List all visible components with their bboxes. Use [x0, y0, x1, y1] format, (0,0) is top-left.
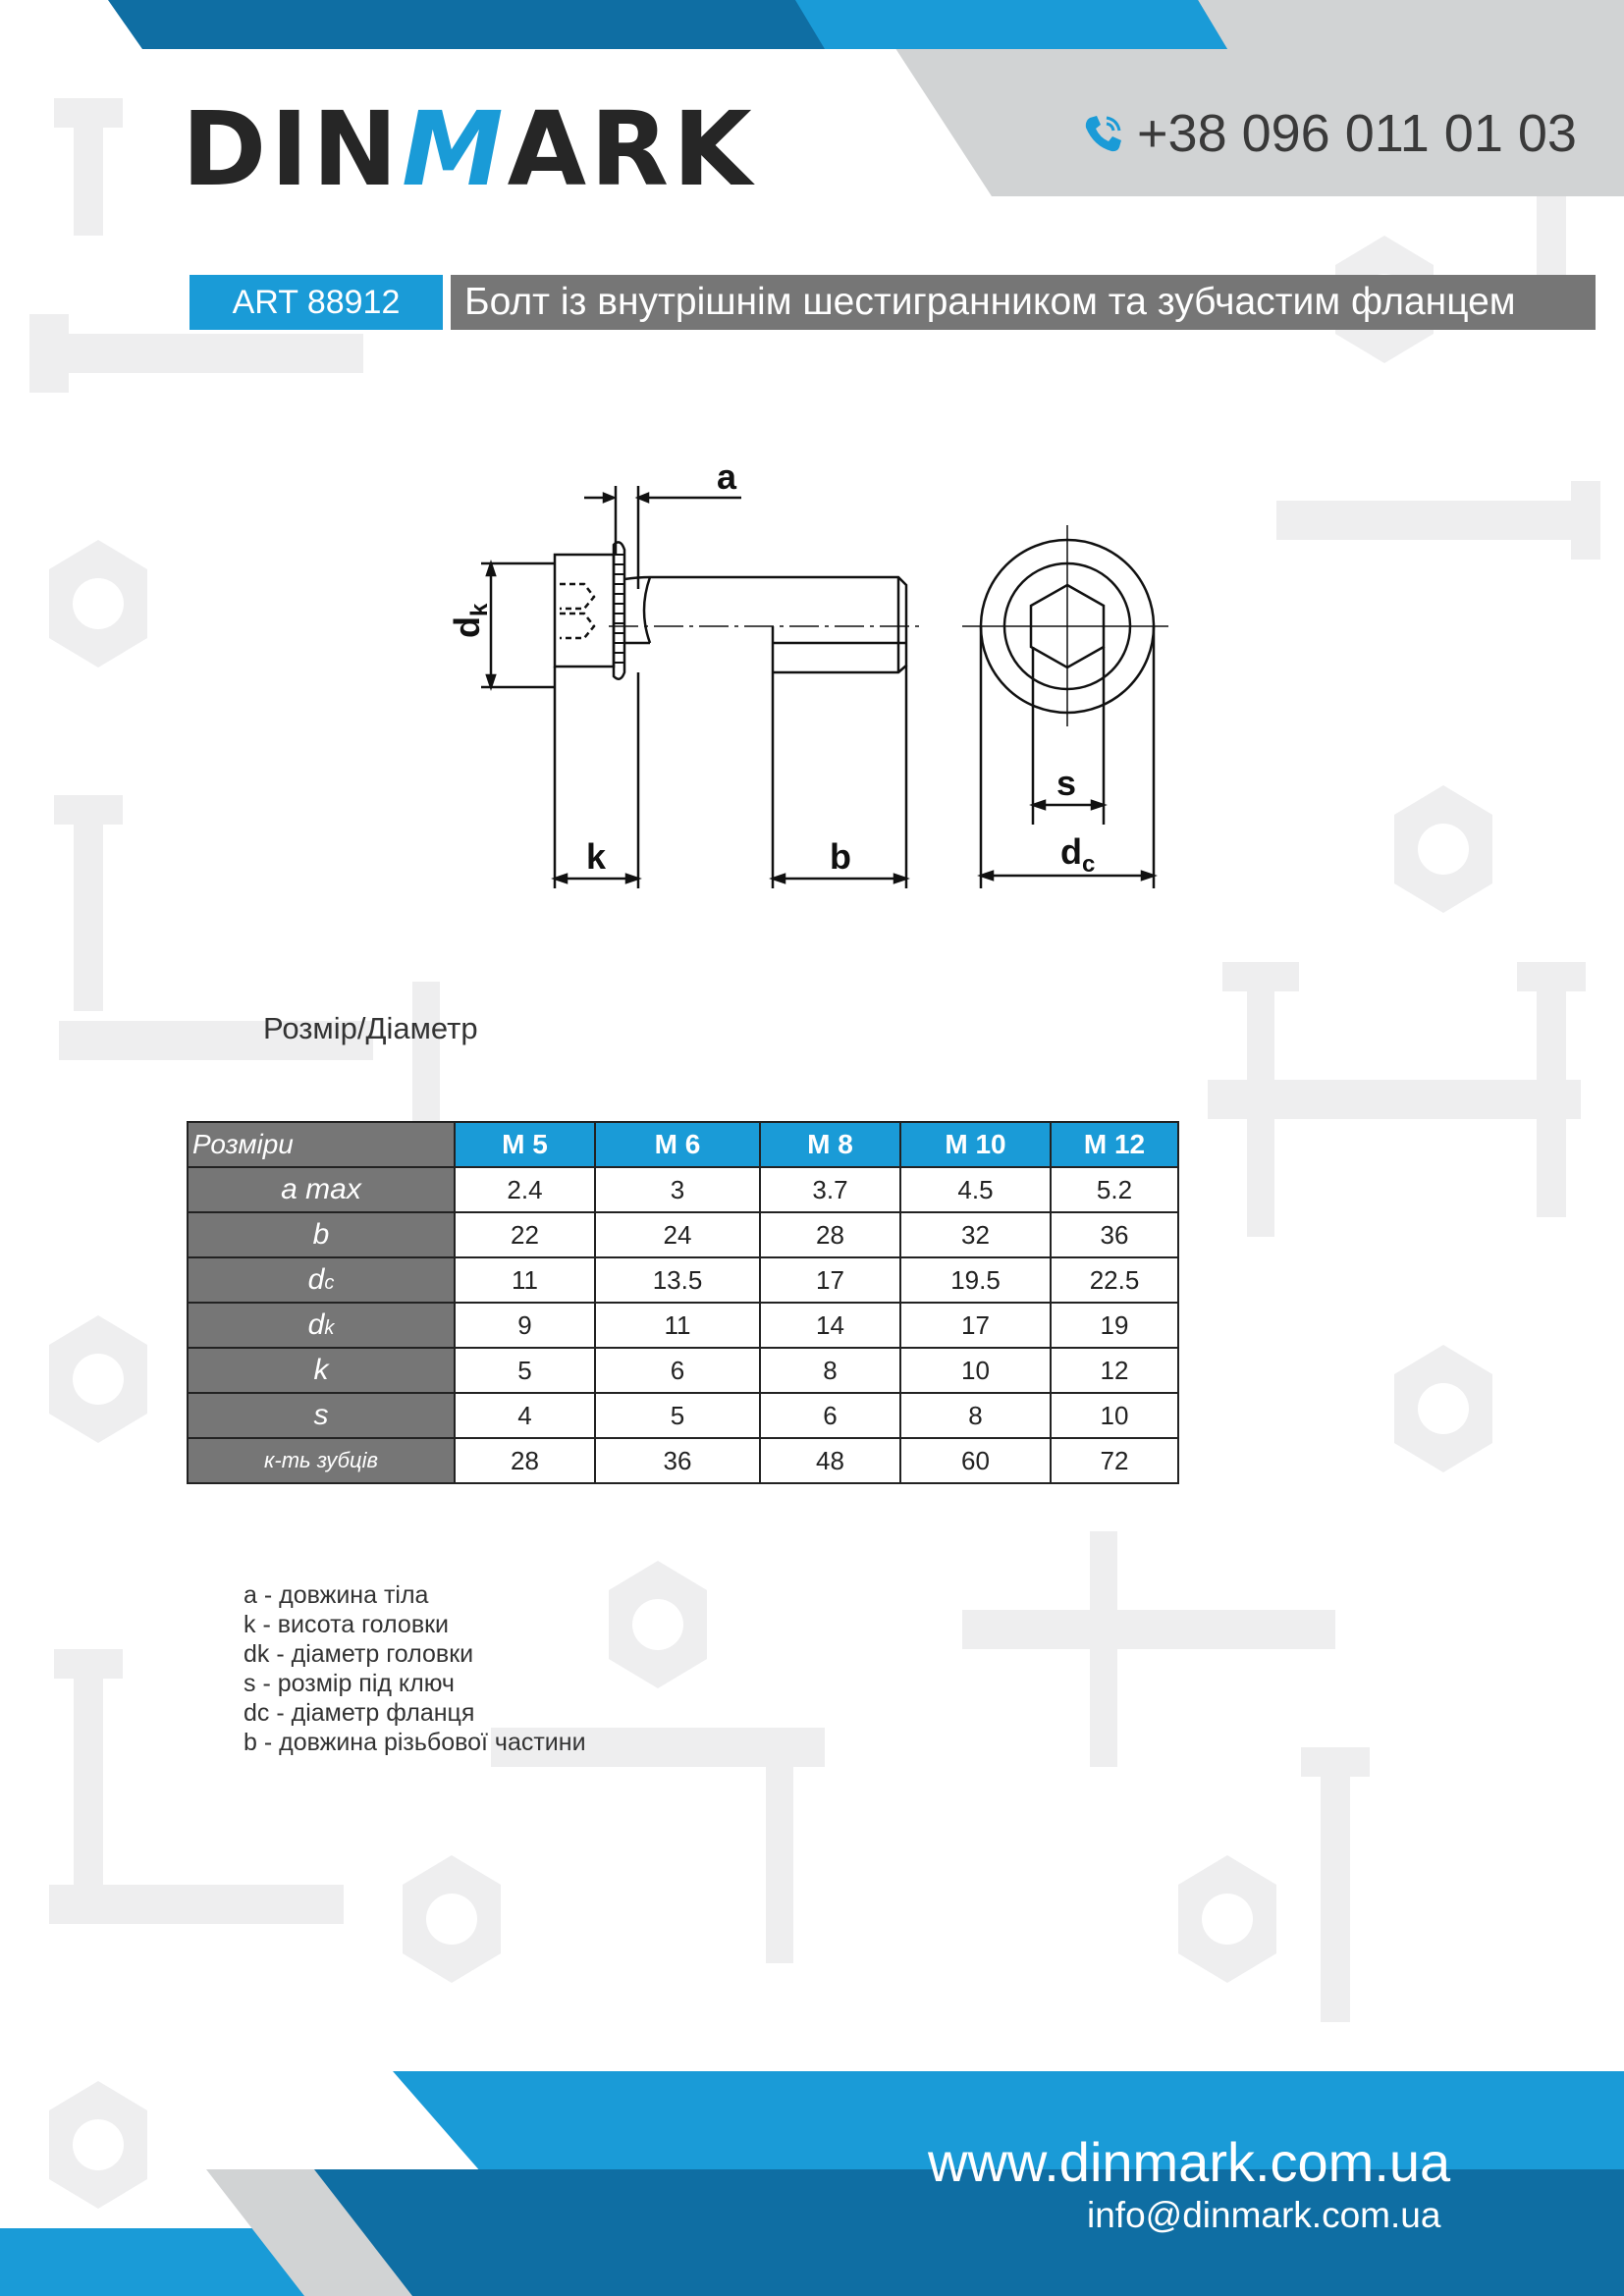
table-cell: 60 [899, 1437, 1052, 1484]
label-s: s [1056, 763, 1076, 803]
hex-nut-shape [403, 1855, 501, 1983]
legend-item: dk - діаметр головки [244, 1640, 474, 1668]
row-label: dk [187, 1302, 456, 1349]
table-cell: 19 [1050, 1302, 1179, 1349]
label-k: k [586, 836, 607, 877]
footer-bands [0, 2071, 1624, 2296]
table-cell: 5 [454, 1347, 596, 1394]
table-cell: 5.2 [1050, 1166, 1179, 1213]
table-cell: 11 [594, 1302, 761, 1349]
section-label: Розмір/Діаметр [263, 1011, 478, 1045]
table-cell: 48 [759, 1437, 901, 1484]
bolt-technical-drawing: a dk k b s dc [447, 456, 1168, 888]
table-cell: 13.5 [594, 1256, 761, 1304]
legend-item: b - довжина різьбової частини [244, 1729, 586, 1756]
column-header: M 10 [899, 1121, 1052, 1168]
column-header: M 6 [594, 1121, 761, 1168]
hex-nut-shape [1394, 785, 1492, 913]
phone-icon [1085, 116, 1121, 152]
hex-nut-shape [1178, 1855, 1276, 1983]
table-cell: 17 [759, 1256, 901, 1304]
table-cell: 2.4 [454, 1166, 596, 1213]
dinmark-logo: DINMARK [182, 89, 756, 209]
table-cell: 10 [1050, 1392, 1179, 1439]
hex-nut-shape [609, 1561, 707, 1688]
table-header-row: Розміри M 5 M 6 M 8 M 10 M 12 [187, 1121, 1179, 1168]
label-dc: dc [1060, 831, 1095, 878]
column-header: M 5 [454, 1121, 596, 1168]
legend-item: a - довжина тіла [244, 1581, 429, 1609]
table-row: s 4 5 6 8 10 [187, 1392, 1179, 1439]
row-label: к-ть зубців [187, 1437, 456, 1484]
email-link[interactable]: info@dinmark.com.ua [1087, 2195, 1441, 2235]
website-link[interactable]: www.dinmark.com.ua [928, 2131, 1451, 2193]
table-cell: 3 [594, 1166, 761, 1213]
table-cell: 11 [454, 1256, 596, 1304]
table-cell: 19.5 [899, 1256, 1052, 1304]
row-label: s [187, 1392, 456, 1439]
header-bands [108, 0, 1624, 196]
table-cell: 72 [1050, 1437, 1179, 1484]
bolt-head [553, 553, 616, 668]
phone-number: +38 096 011 01 03 [1137, 104, 1577, 163]
table-cell: 22.5 [1050, 1256, 1179, 1304]
row-label: a max [187, 1166, 456, 1213]
table-cell: 22 [454, 1211, 596, 1258]
table-cell: 28 [759, 1211, 901, 1258]
table-row: dk 9 11 14 17 19 [187, 1302, 1179, 1349]
label-a: a [717, 456, 737, 497]
table-corner: Розміри [187, 1121, 456, 1168]
table-cell: 36 [594, 1437, 761, 1484]
legend-item: s - розмір під ключ [244, 1670, 455, 1697]
table-row: к-ть зубців 28 36 48 60 72 [187, 1437, 1179, 1484]
hex-nut-shape [49, 2081, 147, 2209]
table-cell: 12 [1050, 1347, 1179, 1394]
legend-item: dc - діаметр фланця [244, 1699, 475, 1727]
row-label: k [187, 1347, 456, 1394]
table-cell: 8 [899, 1392, 1052, 1439]
table-cell: 9 [454, 1302, 596, 1349]
hex-nut-shape [49, 1315, 147, 1443]
table-cell: 24 [594, 1211, 761, 1258]
table-cell: 4.5 [899, 1166, 1052, 1213]
label-dk: dk [447, 603, 493, 638]
table-row: b 22 24 28 32 36 [187, 1211, 1179, 1258]
hex-nut-shape [49, 540, 147, 667]
table-cell: 32 [899, 1211, 1052, 1258]
row-label: dc [187, 1256, 456, 1304]
table-cell: 14 [759, 1302, 901, 1349]
legend-item: k - висота головки [244, 1611, 449, 1638]
table-cell: 4 [454, 1392, 596, 1439]
table-row: a max 2.4 3 3.7 4.5 5.2 [187, 1166, 1179, 1213]
table-cell: 3.7 [759, 1166, 901, 1213]
table-row: dc 11 13.5 17 19.5 22.5 [187, 1256, 1179, 1304]
phone-contact[interactable]: +38 096 011 01 03 [1080, 103, 1577, 164]
label-b: b [830, 836, 851, 877]
table-cell: 6 [594, 1347, 761, 1394]
table-cell: 17 [899, 1302, 1052, 1349]
table-row: k 5 6 8 10 12 [187, 1347, 1179, 1394]
table-cell: 36 [1050, 1211, 1179, 1258]
bolt-flange [612, 541, 626, 680]
bolt-shank [623, 575, 908, 674]
column-header: M 8 [759, 1121, 901, 1168]
table-cell: 8 [759, 1347, 901, 1394]
column-header: M 12 [1050, 1121, 1179, 1168]
table-cell: 6 [759, 1392, 901, 1439]
article-number: ART 88912 [189, 275, 443, 330]
legend-list: a - довжина тіла k - висота головки dk -… [244, 1580, 586, 1757]
row-label: b [187, 1211, 456, 1258]
table-cell: 28 [454, 1437, 596, 1484]
product-title: Болт із внутрішнім шестигранником та зуб… [451, 275, 1596, 330]
hex-nut-shape [1394, 1345, 1492, 1472]
dimensions-table: Розміри M 5 M 6 M 8 M 10 M 12 a max 2.4 … [187, 1121, 1179, 1484]
table-cell: 10 [899, 1347, 1052, 1394]
table-cell: 5 [594, 1392, 761, 1439]
